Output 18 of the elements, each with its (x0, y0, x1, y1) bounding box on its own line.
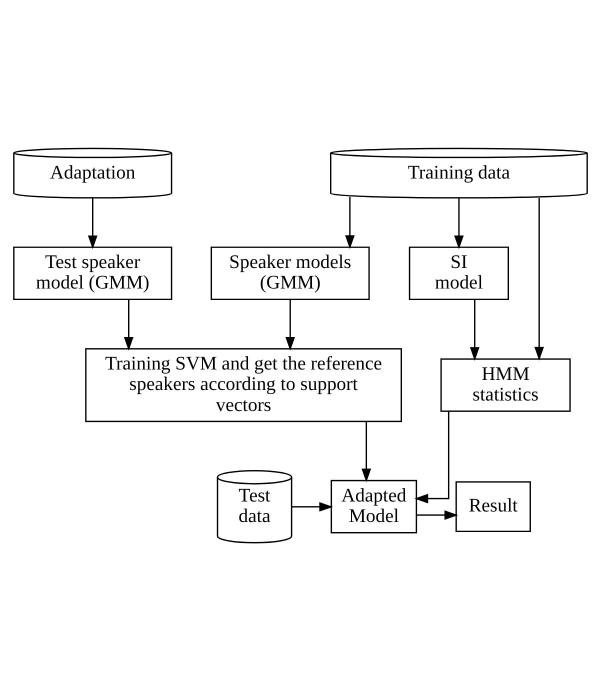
arrow (88, 198, 98, 250)
arrow (454, 198, 464, 250)
arrow (124, 300, 134, 351)
node-box: SI model (408, 246, 509, 300)
arrow (414, 411, 450, 504)
arrow (285, 300, 296, 351)
arrow (345, 196, 355, 249)
arrow (292, 502, 334, 512)
arrow (416, 510, 458, 520)
node-box: Test speaker model (GMM) (13, 246, 172, 300)
arrow (362, 422, 372, 482)
arrow (534, 198, 544, 361)
node-box: Speaker models (GMM) (210, 246, 370, 300)
node-box: Training SVM and get the reference speakers according to support vectors (85, 348, 402, 422)
node-box: Adapted Model (330, 480, 418, 534)
arrow (470, 300, 480, 361)
node-box: Result (456, 481, 531, 532)
node-box: HMM statistics (440, 358, 571, 412)
